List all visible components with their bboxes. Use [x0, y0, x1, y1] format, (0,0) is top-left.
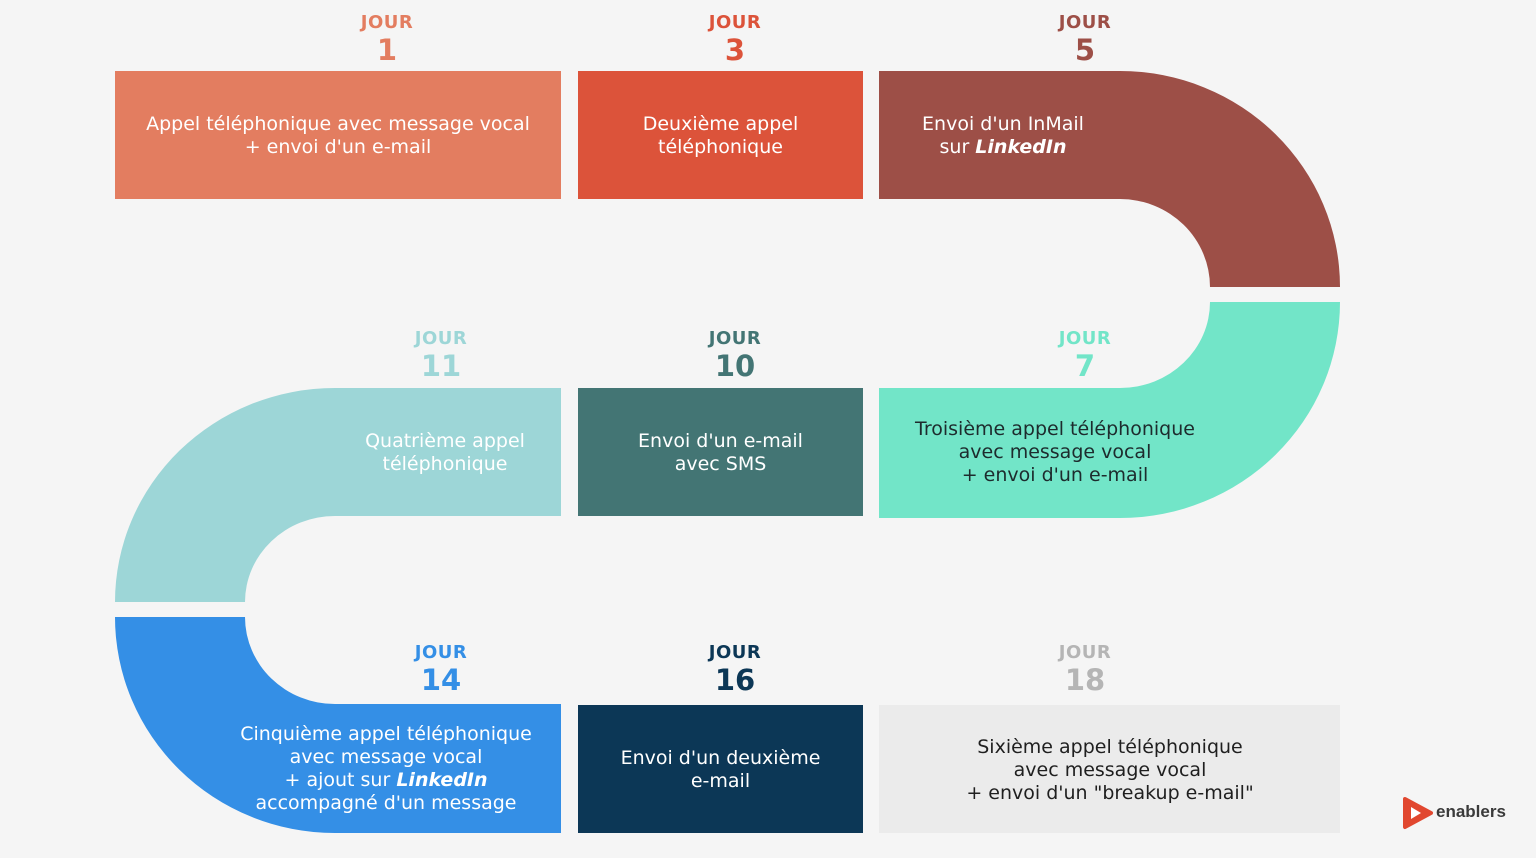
day-word: JOUR: [708, 642, 762, 663]
step-11-curve: [115, 388, 561, 602]
text-line: e-mail: [690, 770, 751, 792]
step-18-text: Sixième appel téléphonique avec message …: [930, 736, 1290, 805]
day-word: JOUR: [1058, 328, 1112, 349]
text-line: Appel téléphonique avec message vocal: [146, 113, 530, 135]
day-word: JOUR: [414, 642, 468, 663]
text-line: Troisième appel téléphonique: [915, 418, 1195, 440]
day-16-label: JOUR 16: [675, 644, 795, 695]
day-word: JOUR: [708, 12, 762, 33]
text-line: Envoi d'un e-mail: [638, 430, 803, 452]
step-10-text: Envoi d'un e-mail avec SMS: [578, 430, 863, 476]
linkedin-emphasis: LinkedIn: [975, 136, 1067, 158]
day-number: 1: [376, 33, 398, 67]
day-number: 16: [714, 663, 756, 697]
day-word: JOUR: [1058, 12, 1112, 33]
text-line: accompagné d'un message: [255, 792, 517, 814]
day-3-label: JOUR 3: [675, 14, 795, 65]
text-line: Quatrième appel: [365, 430, 525, 452]
step-14-curve: [115, 617, 561, 833]
text-line: téléphonique: [658, 136, 783, 158]
day-number: 5: [1074, 33, 1096, 67]
text-line: Envoi d'un InMail: [922, 113, 1084, 135]
step-1-text: Appel téléphonique avec message vocal + …: [115, 113, 561, 159]
text-line: Deuxième appel: [642, 113, 799, 135]
step-3-block: [578, 71, 863, 199]
day-10-label: JOUR 10: [675, 330, 795, 381]
day-number: 7: [1074, 349, 1096, 383]
step-18-block: [879, 705, 1340, 833]
step-5-curve: [879, 71, 1340, 287]
day-14-label: JOUR 14: [381, 644, 501, 695]
day-7-label: JOUR 7: [1025, 330, 1145, 381]
step-5-text: Envoi d'un InMail sur LinkedIn: [883, 113, 1123, 159]
day-1-label: JOUR 1: [327, 14, 447, 65]
text-fragment: sur: [939, 136, 976, 158]
linkedin-emphasis: LinkedIn: [396, 769, 488, 791]
step-7-curve: [879, 302, 1340, 518]
logo-text: enablers: [1436, 802, 1506, 821]
text-line: avec SMS: [674, 453, 767, 475]
text-line: avec message vocal: [958, 441, 1152, 463]
text-line: Cinquième appel téléphonique: [240, 723, 532, 745]
text-line: avec message vocal: [289, 746, 483, 768]
day-word: JOUR: [1058, 642, 1112, 663]
day-number: 18: [1064, 663, 1106, 697]
text-line: + envoi d'un e-mail: [244, 136, 432, 158]
text-line: téléphonique: [382, 453, 508, 475]
text-line: Envoi d'un deuxième: [620, 747, 821, 769]
step-3-text: Deuxième appel téléphonique: [578, 113, 863, 159]
day-11-label: JOUR 11: [381, 330, 501, 381]
day-number: 3: [724, 33, 746, 67]
text-line: sur LinkedIn: [883, 136, 1123, 159]
text-line: + ajout sur LinkedIn: [225, 769, 547, 792]
text-fragment: + ajout sur: [284, 769, 397, 791]
day-18-label: JOUR 18: [1025, 644, 1145, 695]
text-line: Sixième appel téléphonique: [977, 736, 1243, 758]
step-1-block: [115, 71, 561, 199]
step-16-text: Envoi d'un deuxième e-mail: [578, 747, 863, 793]
day-number: 11: [420, 349, 462, 383]
step-11-text: Quatrième appel téléphonique: [335, 430, 555, 476]
text-line: avec message vocal: [1013, 759, 1207, 781]
text-line: + envoi d'un e-mail: [961, 464, 1149, 486]
day-word: JOUR: [414, 328, 468, 349]
play-icon: [1403, 797, 1433, 829]
day-word: JOUR: [360, 12, 414, 33]
step-10-block: [578, 388, 863, 516]
text-line: + envoi d'un "breakup e-mail": [966, 782, 1254, 804]
day-word: JOUR: [708, 328, 762, 349]
step-14-text: Cinquième appel téléphonique avec messag…: [225, 723, 547, 815]
day-5-label: JOUR 5: [1025, 14, 1145, 65]
day-number: 10: [714, 349, 756, 383]
step-16-block: [578, 705, 863, 833]
day-number: 14: [420, 663, 462, 697]
step-7-text: Troisième appel téléphonique avec messag…: [895, 418, 1215, 487]
